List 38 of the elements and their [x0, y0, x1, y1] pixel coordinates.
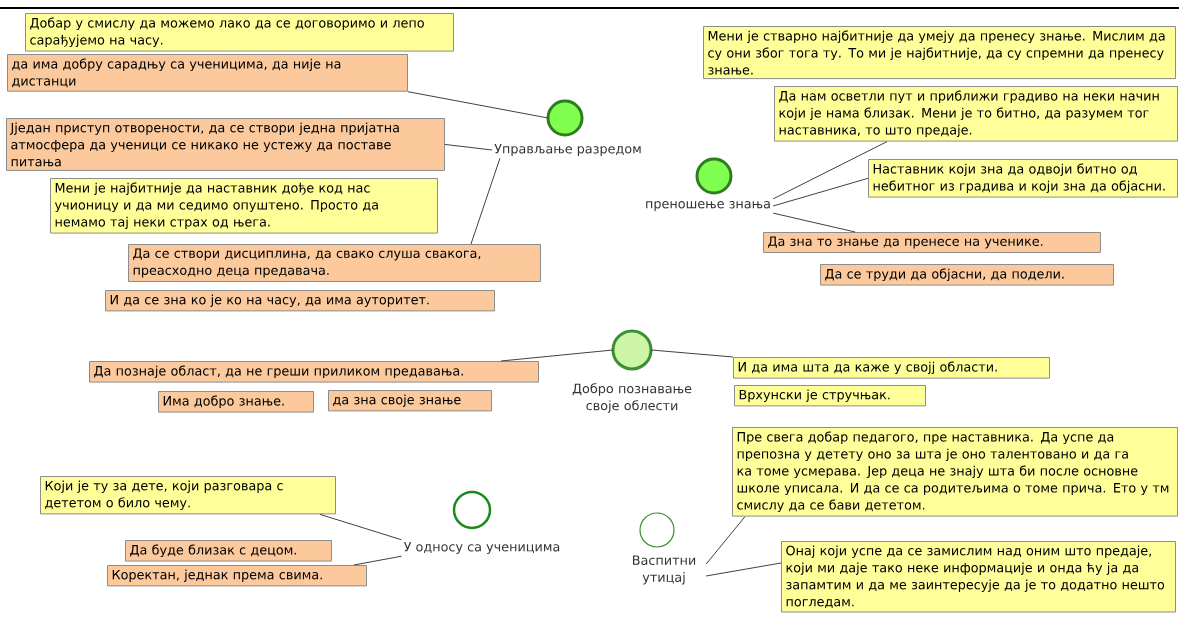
leader-line: [705, 516, 746, 565]
quote-box: Да се створи дисциплина, да свако слуша свакога, преасходно деца предавача.: [128, 244, 541, 282]
quote-box: Да се труди да објасни, да подели.: [820, 264, 1114, 286]
concept-label: Добро познавање своје облести: [572, 383, 692, 413]
quote-box: Врхунски је стручњак.: [734, 385, 926, 407]
quote-box: Мени је најбитније да наставник дође код нас учионицу и да ми седимо опуштено. Просто да немамо тај неки страх од њега.: [50, 178, 438, 234]
leader-line: [650, 349, 734, 358]
concept-label: У односу са ученицима: [403, 542, 560, 554]
quote-box: Коректан, једнак према свима.: [107, 565, 367, 587]
leader-line: [444, 143, 493, 151]
quote-box: Да нам осветли пут и приближи градиво на неки начин који је нама близак. Мени је то битно, да разумем тог наставника, то што предаје.: [774, 86, 1178, 142]
quote-box: Да познаје област, да не греши приликом предавања.: [89, 361, 539, 383]
leader-line: [772, 141, 888, 200]
leader-line: [500, 349, 614, 362]
quote-box: И да се зна ко је ко на часу, да има ауторитет.: [105, 290, 495, 312]
quote-box: да има добру сарадњу са ученицима, да није на дистанци: [7, 54, 408, 92]
quote-box: Пре свега добар педагого, пре наставника. Да успе да препозна у детету оно за шта је оно талентовано и да га ка томе усмерава. Јер деца не знају шта би после основне школе уписала. И да се са родитељима о томе прича. Ето у тм смислу да се бави дететом.: [732, 427, 1178, 517]
quote-box: Добар у смислу да можемо лако да се договоримо и лепо сарађујемо на часу.: [25, 13, 454, 52]
leader-line: [407, 91, 549, 119]
concept-label: Управљање разредом: [494, 144, 641, 156]
leader-line: [470, 157, 501, 245]
concept-label: Васпитни утицај: [633, 555, 696, 585]
quote-box: да зна своје знање: [328, 390, 492, 412]
leader-line: [319, 513, 402, 541]
quote-box: Мени је стварно најбитније да умеју да пренесу знање. Мислим да су они због тога ту. То ми је најбитније, да су спремни да пренесу знање.: [703, 26, 1176, 80]
quote-box: Наставник који зна да одвоји битно од небитног из градива и који зна да објасни.: [868, 159, 1178, 198]
quote-box: Има добро знање.: [158, 391, 314, 413]
quote-box: И да има шта да каже у својј области.: [733, 357, 1050, 379]
concept-label: преношење знања: [646, 201, 770, 211]
quote-box: Који је ту за дете, који разговара с дететом о било чему.: [40, 476, 336, 515]
quote-box: Јједан приступ отворености, да се створи једна пријатна атмосфера да ученици се никако не устежу да поставе питања: [6, 118, 445, 171]
leader-line: [772, 177, 869, 207]
quote-box: Да буде близак с децом.: [125, 540, 332, 562]
quote-box: Да зна то знање да пренесе на ученике.: [763, 232, 1101, 253]
quote-box: Онај који успе да се замислим над оним што предаје, који ми даје тако неке информације и онда ћу ја да запамтим и да ме заинтересује да је то додатно нешто погледам.: [781, 541, 1176, 613]
leader-line: [353, 555, 402, 566]
leader-line: [772, 212, 856, 233]
leader-line: [705, 562, 782, 577]
